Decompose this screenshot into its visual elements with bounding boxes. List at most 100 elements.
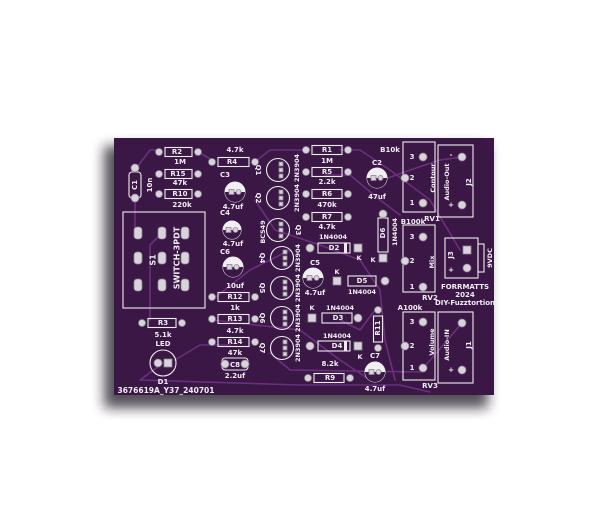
silkscreen-r2-val: 1M [174, 158, 186, 166]
d5-body [347, 275, 377, 287]
d3-body [321, 312, 353, 324]
q2-pad [278, 201, 284, 207]
silkscreen-j1-name: Audio-IN [443, 329, 451, 361]
r5-pad [302, 168, 310, 176]
silkscreen-j1: J1 [465, 341, 473, 350]
silkscreen-rv1: RV1 [424, 215, 440, 223]
c5-pad [306, 275, 313, 281]
c7-pad [368, 369, 375, 375]
silkscreen-r5: R5 [322, 168, 332, 176]
r5-pad [344, 168, 352, 176]
q1-pad [278, 161, 284, 167]
silkscreen-minus: - [450, 151, 453, 159]
s1-pad [180, 278, 190, 292]
silkscreen-r9-val: 8.2k [321, 360, 338, 368]
silkscreen-d2-k: K [356, 254, 362, 262]
r3-body [147, 317, 177, 329]
silkscreen-r7-val: 4.7k [318, 223, 335, 231]
silkscreen-c3-val: 4.7uf [223, 203, 244, 211]
silkscreen-r1-val: 1M [321, 157, 333, 165]
r4-pad [251, 158, 259, 166]
silkscreen-c4-val: 4.7uf [223, 240, 244, 248]
r14-pad [208, 338, 216, 346]
silkscreen-r11: R11 [374, 320, 382, 335]
q4-pad [282, 255, 288, 261]
d2-pad [353, 243, 363, 253]
rv3-pad [418, 317, 428, 327]
q1-pad [278, 173, 284, 179]
silkscreen-c1: C1 [131, 180, 139, 190]
silkscreen-pin2: 2 [410, 342, 415, 350]
silkscreen-pin2: 2 [410, 174, 415, 182]
s1-pad [157, 278, 167, 292]
silkscreen-pin3: 3 [410, 318, 415, 326]
q2-pad [278, 195, 284, 201]
d5-pad [380, 276, 390, 286]
silkscreen-j2-name: Audio-Out [443, 164, 451, 201]
silkscreen-j3-name: 9VDC [486, 248, 494, 268]
r11-pad [374, 306, 382, 314]
d5-pad [332, 276, 342, 286]
d3-pad [353, 313, 363, 323]
silkscreen-pin3: 3 [410, 153, 415, 161]
r6-pad [344, 190, 352, 198]
d4-body [317, 340, 351, 352]
r15-pad [194, 170, 202, 178]
s1-pad [133, 251, 143, 265]
j2-pad [457, 200, 467, 210]
q7-pad [282, 351, 288, 357]
s1-pad [157, 226, 167, 240]
j2-outline [437, 144, 474, 218]
silkscreen-d4-k: K [357, 353, 363, 361]
d1-outline [149, 349, 177, 377]
c4-pad [232, 227, 239, 233]
d2-pad [305, 243, 315, 253]
silkscreen-rv2-name: Mix [428, 255, 436, 269]
silkscreen-r4: R4 [227, 158, 237, 166]
d2-band [344, 243, 347, 253]
silkscreen-serial: 3676619A_Y37_240701 [117, 386, 214, 395]
silkscreen-r12: R12 [227, 293, 242, 301]
silkscreen-d6-val: 1N4004 [391, 218, 399, 247]
r1-body [311, 144, 343, 156]
r9-body [313, 372, 345, 384]
d4-band [344, 341, 347, 351]
silkscreen-q3-val: BC549 [259, 220, 267, 244]
c5-pad [313, 275, 320, 281]
silkscreen-rv2: RV2 [422, 294, 438, 302]
silkscreen-d6: D6 [379, 228, 387, 239]
silkscreen-r2: R2 [172, 148, 182, 156]
silkscreen-rv3-val: A100k [398, 304, 423, 312]
d6-pad [378, 209, 388, 219]
q5-outline [269, 275, 295, 301]
silkscreen-pin1: 1 [410, 199, 415, 207]
silkscreen-r10: R10 [172, 190, 187, 198]
s1-outline [122, 211, 206, 309]
silkscreen-r7: R7 [322, 213, 332, 221]
silkscreen-d5-k: K [334, 268, 340, 276]
silkscreen-d4-val: 1N4004 [323, 332, 352, 340]
silkscreen-d3-k: K [309, 304, 315, 312]
j3-pad [462, 263, 472, 273]
q5-pad [282, 285, 288, 291]
silkscreen-rv1-name: Contour [429, 163, 437, 193]
silkscreen-pin2: 2 [410, 257, 415, 265]
silkscreen-r4-val: 4.7k [226, 146, 243, 154]
r4-pad [208, 158, 216, 166]
r15-pad [155, 170, 163, 178]
silkscreen-year: 2024 [455, 291, 475, 299]
silkscreen-r10-val: 220k [172, 201, 192, 209]
q3-pad [278, 227, 284, 233]
silkscreen-r14-val: 47k [228, 349, 243, 357]
silkscreen-q4: Q4 [258, 253, 266, 264]
silkscreen-rv2-val: B100k [401, 218, 426, 226]
s1-pad [133, 226, 143, 240]
r2-pad [155, 148, 163, 156]
silkscreen-j2: J2 [465, 178, 473, 187]
silkscreen-q3: Q3 [294, 225, 302, 236]
r7-body [311, 211, 343, 223]
c8-pad [220, 359, 230, 369]
silkscreen-c7-val: 4.7uf [365, 385, 386, 393]
silkscreen-c6: C6 [220, 248, 230, 256]
